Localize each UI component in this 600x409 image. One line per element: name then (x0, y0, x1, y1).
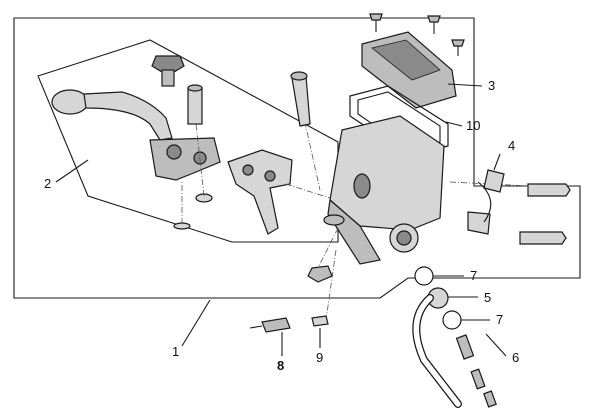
cover-screws (369, 13, 465, 56)
leader-lines (55, 83, 507, 357)
master-cylinder-body (327, 115, 445, 265)
callout-7-lower: 7 (496, 312, 503, 327)
callout-3: 3 (488, 78, 495, 93)
callout-1: 1 (172, 344, 179, 359)
spacer (323, 214, 345, 226)
callout-6: 6 (512, 350, 519, 365)
callout-7-upper: 7 (470, 268, 477, 283)
callout-5: 5 (484, 290, 491, 305)
gasket (349, 85, 449, 157)
callout-8: 8 (277, 358, 284, 373)
lever-group-boundary (37, 39, 339, 243)
brake-lever (51, 89, 221, 181)
nut (307, 265, 333, 283)
reservoir-cover (361, 31, 457, 109)
switch-connector (249, 315, 329, 333)
brake-light-switch (455, 334, 497, 408)
sealing-washer-upper (414, 266, 434, 286)
callout-4: 4 (508, 138, 515, 153)
callout-10: 10 (466, 118, 480, 133)
adjuster-knob (151, 55, 185, 87)
callout-9: 9 (316, 350, 323, 365)
clamp-bolts (519, 183, 571, 245)
callout-labels: 1 2 3 4 5 6 7 7 8 9 10 (44, 78, 519, 373)
pivot-pin (187, 84, 203, 125)
callout-2: 2 (44, 176, 51, 191)
lever-bracket (227, 149, 293, 235)
assembly-boundary (13, 17, 581, 299)
banjo-bolt (290, 71, 311, 127)
sealing-washer-lower (442, 310, 462, 330)
handlebar-clamp (467, 169, 505, 235)
